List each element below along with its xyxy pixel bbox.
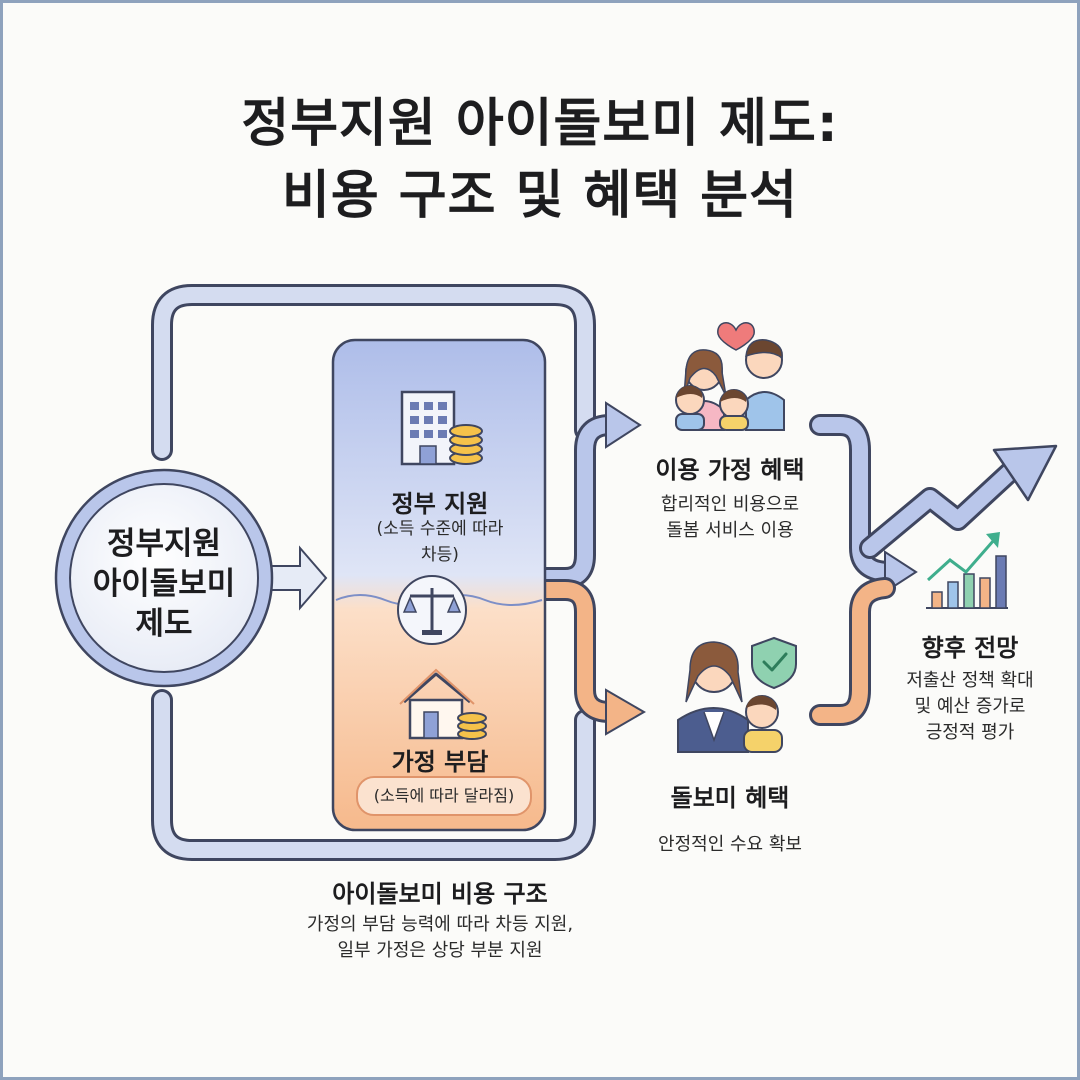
cost-structure-detail-line-2: 일부 가정은 상당 부분 지원 [337,940,543,961]
flow-to-family-benefit [534,401,642,589]
gov-support-detail-line-2: 차등) [421,545,459,565]
family-burden-detail: (소득에 따라 달라짐) [356,776,532,816]
center-node-line-3: 제도 [135,606,193,642]
scale-balance-icon [397,575,467,645]
outer-loop-pipe [151,284,596,861]
gov-support-label: 정부 지원 [391,490,489,518]
outlook-detail-line-1: 저출산 정책 확대 [906,670,1034,691]
cost-structure-label: 아이돌보미 비용 구조 [332,880,548,908]
outlook-detail-line-2: 및 예산 증가로 [914,696,1026,717]
family-with-heart-icon [675,322,785,431]
center-node-line-2: 아이돌보미 [92,566,236,602]
family-benefit-detail-line-2: 돌봄 서비스 이용 [666,520,794,541]
flow-to-caregiver-benefit [534,579,646,736]
outlook-label: 향후 전망 [921,634,1019,662]
family-benefit-detail: 합리적인 비용으로 돌봄 서비스 이용 [630,492,830,544]
flow-caregiver-to-outlook [809,577,896,726]
cost-structure-detail-line-1: 가정의 부담 능력에 따라 차등 지원, [306,914,574,935]
government-building-coins-icon [400,390,483,466]
cost-structure-detail: 가정의 부담 능력에 따라 차등 지원, 일부 가정은 상당 부분 지원 [240,912,640,964]
outlook-detail-line-3: 긍정적 평가 [925,722,1015,743]
outlook-detail: 저출산 정책 확대 및 예산 증가로 긍정적 평가 [880,668,1060,746]
gov-support-detail-line-1: (소득 수준에 따라 [376,519,504,539]
family-benefit-label: 이용 가정 혜택 [655,456,805,484]
caregiver-benefit-label: 돌보미 혜택 [670,784,790,812]
center-node-line-1: 정부지원 [106,526,222,562]
title-line-2: 비용 구조 및 혜택 분석 [282,166,798,226]
gov-support-detail: (소득 수준에 따라 차등) [340,516,540,568]
center-node-circle [54,468,274,688]
title-line-1: 정부지원 아이돌보미 제도: [241,94,839,154]
rising-trend-arrow [859,444,1058,559]
page-title: 정부지원 아이돌보미 제도: 비용 구조 및 혜택 분석 [0,88,1080,232]
growth-chart-arrow-icon [926,532,1008,609]
house-coins-icon [399,668,487,740]
center-node-label: 정부지원 아이돌보미 제도 [84,524,244,644]
center-to-panel-arrow [269,545,328,611]
family-benefit-detail-line-1: 합리적인 비용으로 [660,494,800,515]
caregiver-with-child-shield-icon [677,636,797,753]
caregiver-benefit-detail: 안정적인 수요 확보 [658,834,802,855]
family-burden-label: 가정 부담 [391,748,489,776]
